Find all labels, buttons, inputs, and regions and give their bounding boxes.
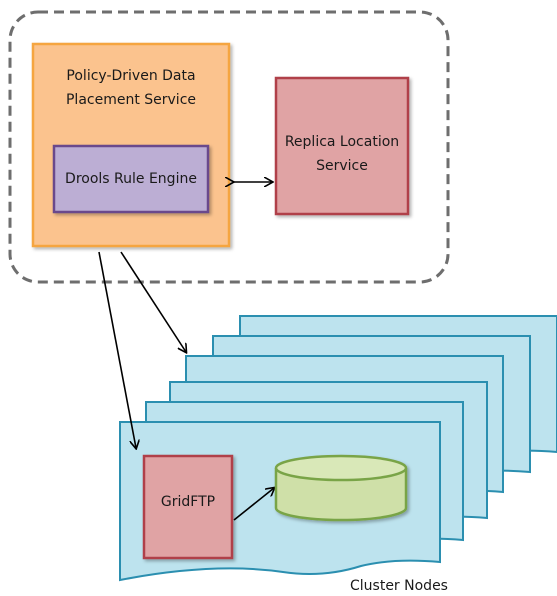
storage-cylinder-icon [274,454,408,522]
placement-service-title-line1: Policy-Driven Data [66,68,195,84]
gridftp-box [142,454,234,560]
cluster-nodes-caption: Cluster Nodes [350,578,448,594]
rule-engine-label: Drools Rule Engine [65,171,197,187]
replica-service-label-line1: Replica Location [285,134,399,150]
arrow-to-gridftp [98,251,136,448]
placement-service-title-line2: Placement Service [66,92,196,108]
replica-service-label-line2: Service [316,158,368,174]
arrow-to-cluster-stack [120,251,186,352]
arrow-to-storage [233,488,274,521]
gridftp-label: GridFTP [161,494,215,510]
rule-engine-box [52,144,210,214]
replica-location-service-box [274,76,410,216]
